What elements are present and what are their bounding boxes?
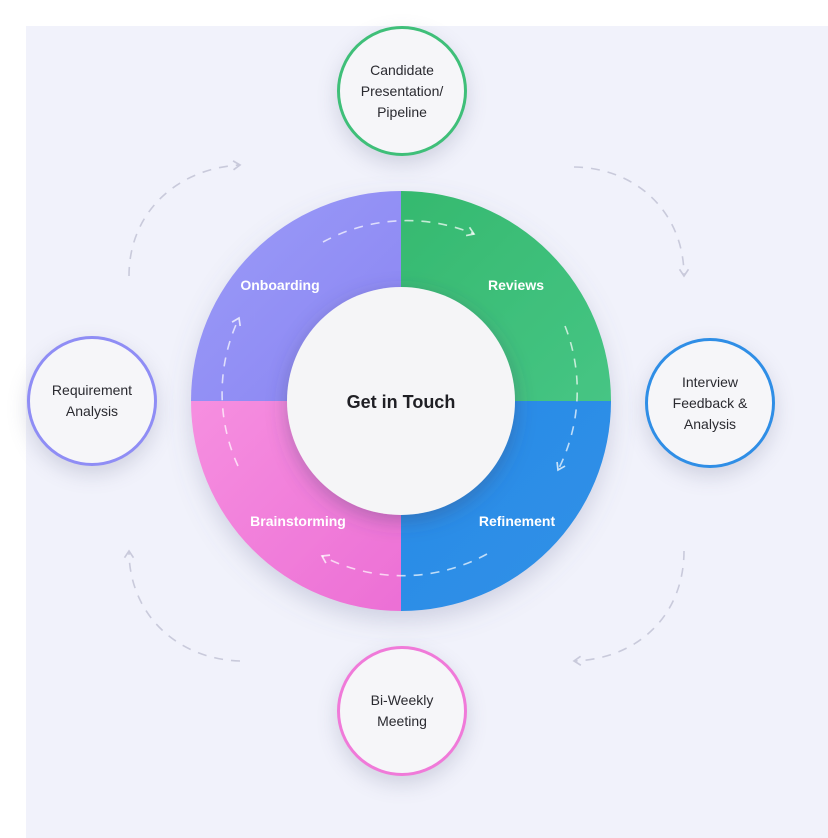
- segment-label-refinement: Refinement: [479, 513, 556, 529]
- center-label: Get in Touch: [347, 392, 456, 412]
- node-label: Interview Feedback & Analysis: [672, 373, 748, 432]
- segment-label-onboarding: Onboarding: [240, 277, 319, 293]
- segment-label-reviews: Reviews: [488, 277, 544, 293]
- node-label: Bi-Weekly Meeting: [370, 692, 434, 729]
- arrow-bottom-to-left: [123, 549, 241, 662]
- node-candidate-presentation: Candidate Presentation/ Pipeline: [337, 26, 467, 156]
- node-bi-weekly-meeting: Bi-Weekly Meeting: [337, 646, 467, 776]
- node-label: Candidate Presentation/ Pipeline: [360, 61, 444, 120]
- center-circle: [287, 287, 515, 515]
- node-requirement-analysis: Requirement Analysis: [27, 336, 157, 466]
- arrow-left-to-top: [128, 160, 242, 277]
- segment-label-brainstorming: Brainstorming: [250, 513, 346, 529]
- outer-cycle-arrows: [123, 160, 690, 666]
- arrow-top-to-right: [573, 166, 690, 278]
- node-label: Requirement Analysis: [51, 382, 133, 419]
- node-interview-feedback: Interview Feedback & Analysis: [645, 338, 775, 468]
- inner-cycle-arrows: [221, 219, 579, 577]
- arrow-right-to-bottom: [572, 550, 685, 666]
